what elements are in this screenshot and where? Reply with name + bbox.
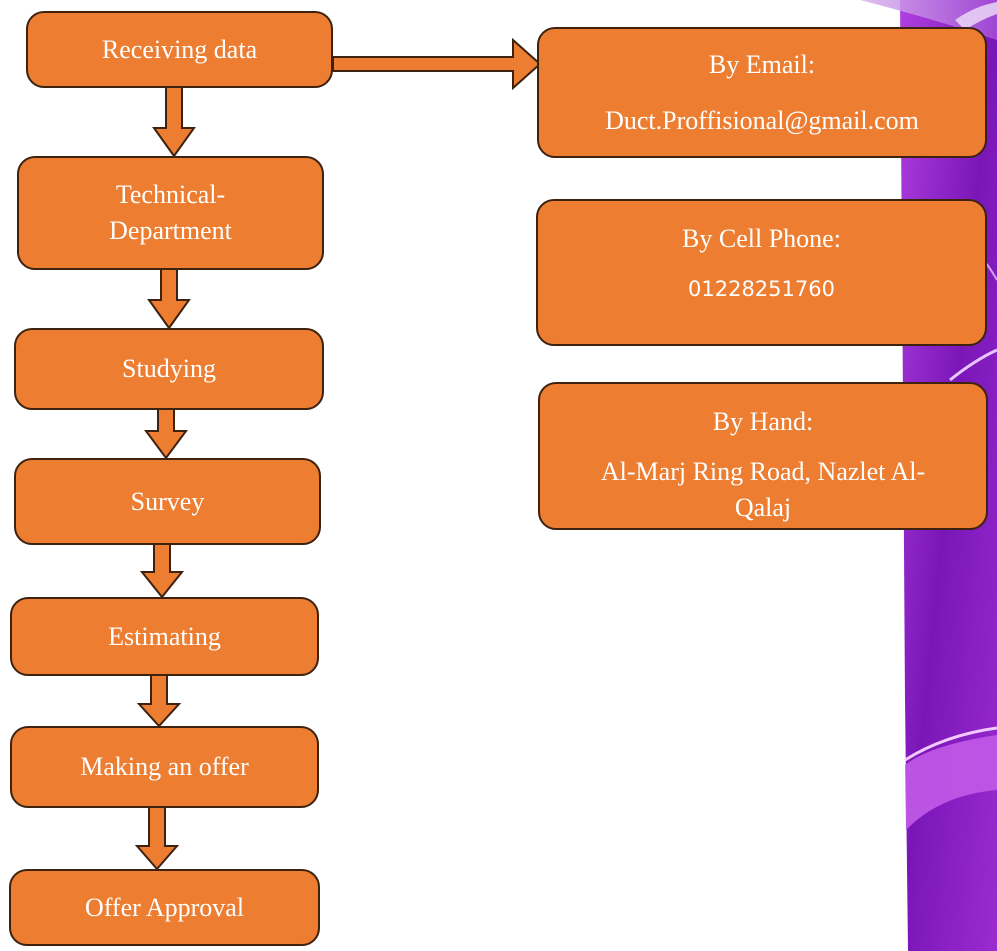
step-label: Studying [122,354,216,383]
step-survey: Survey [14,458,321,545]
hand-title: By Hand: [712,407,814,436]
phone-title: By Cell Phone: [682,224,841,253]
email-address: Duct.Proffisional@gmail.com [605,106,919,135]
arrow-to-email [332,37,542,91]
arrow-step-3 [144,408,188,460]
step-studying: Studying [14,328,324,410]
step-label: Making an offer [80,752,249,781]
hand-address: Al-Marj Ring Road, Nazlet Al-Qalaj [600,457,926,522]
arrow-step-1 [152,86,196,158]
arrow-step-4 [139,543,185,599]
arrow-step-2 [147,267,191,330]
step-label: Survey [130,486,205,516]
step-label: Receiving data [101,34,258,64]
email-title: By Email: [708,50,816,79]
contact-email-box: By Email: Duct.Proffisional@gmail.com [537,27,987,158]
step-label-line1: Technical- [115,180,226,209]
step-technical-department: Technical- Department [17,156,324,270]
step-label: Estimating [108,621,221,651]
step-estimating: Estimating [10,597,319,676]
step-making-an-offer: Making an offer [10,726,319,808]
contact-hand-box: By Hand: Al-Marj Ring Road, Nazlet Al-Qa… [538,382,988,530]
step-offer-approval: Offer Approval [9,869,320,946]
arrow-step-5 [136,674,182,728]
contact-phone-box: By Cell Phone: 01228251760 [536,199,987,346]
arrow-step-6 [134,806,180,871]
step-receiving-data: Receiving data [26,11,333,88]
step-label-line2: Department [109,216,232,245]
step-label: Offer Approval [84,892,245,922]
phone-number: 01228251760 [688,277,835,301]
